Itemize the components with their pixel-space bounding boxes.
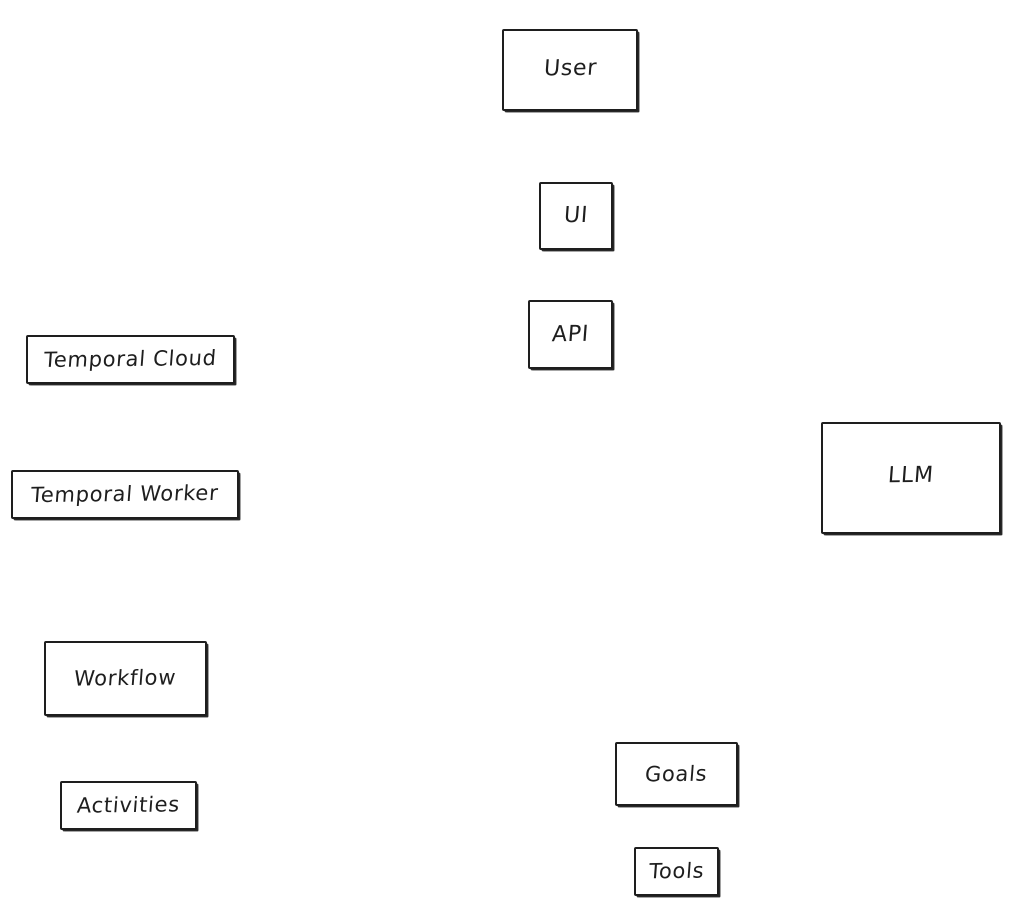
node-tools[interactable]: Tools: [634, 847, 719, 896]
node-api-label: API: [551, 321, 590, 347]
node-ui[interactable]: UI: [539, 182, 613, 250]
clipped-page-title: · · · · · · · · · · · · · · · · · · · · …: [0, 0, 1015, 5]
node-llm-label: LLM: [887, 462, 935, 489]
node-llm[interactable]: LLM: [821, 422, 1001, 534]
node-user-label: User: [542, 55, 598, 82]
node-activities[interactable]: Activities: [60, 781, 197, 830]
node-temporal-cloud-label: Temporal Cloud: [43, 345, 218, 373]
node-tools-label: Tools: [647, 858, 706, 884]
node-ui-label: UI: [563, 202, 589, 229]
node-temporal-cloud[interactable]: Temporal Cloud: [26, 335, 235, 384]
node-workflow-label: Workflow: [73, 665, 178, 691]
node-goals[interactable]: Goals: [615, 742, 738, 806]
node-temporal-worker[interactable]: Temporal Worker: [11, 470, 239, 519]
node-activities-label: Activities: [76, 792, 181, 818]
node-workflow[interactable]: Workflow: [44, 641, 207, 716]
node-api[interactable]: API: [528, 300, 613, 369]
node-user[interactable]: User: [502, 29, 638, 111]
node-goals-label: Goals: [644, 761, 709, 786]
node-temporal-worker-label: Temporal Worker: [30, 480, 220, 508]
